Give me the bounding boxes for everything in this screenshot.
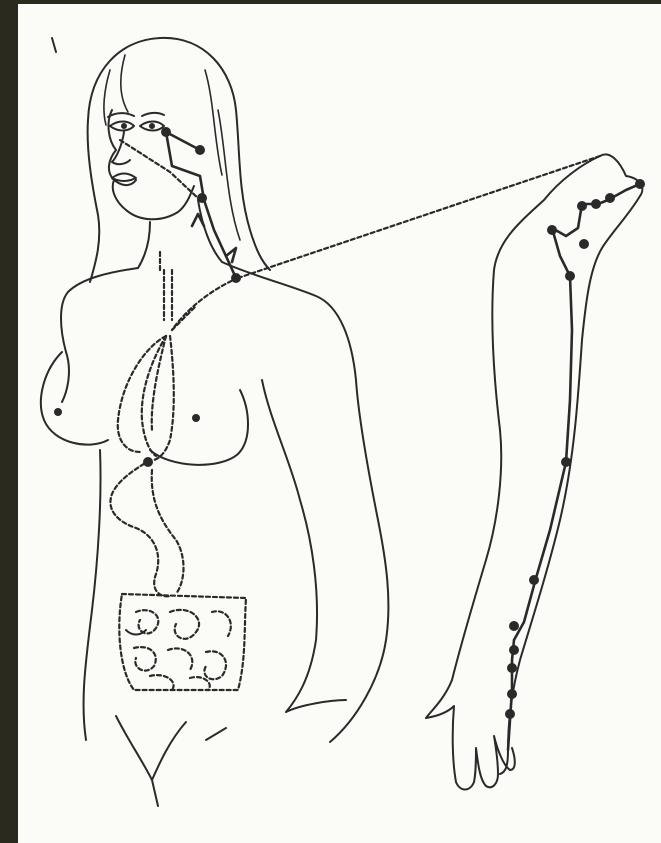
left-nipple [54,408,62,416]
right-nipple [192,414,200,422]
illustration-frame [18,4,661,843]
waist-left [84,450,101,740]
arm-meridian [505,179,645,750]
right-breast [150,390,248,465]
internal-pathway [110,252,246,690]
scan-mark [52,38,56,52]
lips [112,174,136,186]
left-pupil [121,123,127,129]
connecting-line [238,156,600,278]
meridian-diagram [18,4,661,843]
groin [116,716,226,806]
right-eyebrow [142,113,164,116]
left-eyebrow [108,113,134,117]
left-breast [41,352,108,445]
arm-figure [426,154,645,789]
arm-outline [426,154,642,774]
female-figure [41,38,600,806]
head-meridian [120,127,241,467]
right-arm-behind-back [262,380,346,712]
hand [426,706,515,790]
right-pupil [149,123,155,129]
hair-strands [104,55,240,240]
